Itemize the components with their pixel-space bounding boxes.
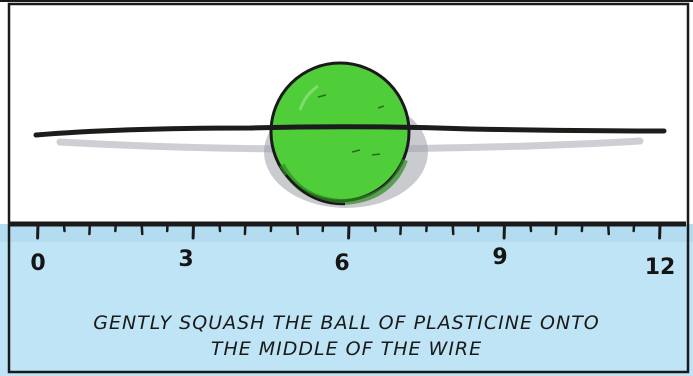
caption-line-1: GENTLY SQUASH THE BALL OF PLASTICINE ONT… xyxy=(0,311,693,335)
plasticine-ball xyxy=(271,63,409,204)
ruler-label-6: 6 xyxy=(334,251,349,276)
ruler-tick xyxy=(64,224,65,231)
ruler-tick xyxy=(530,224,531,231)
ruler-tick xyxy=(453,224,454,234)
ruler-tick xyxy=(375,224,376,231)
ruler-label-3: 3 xyxy=(178,247,193,272)
ruler-tick xyxy=(297,224,298,234)
ruler-label-9: 9 xyxy=(492,245,507,270)
ruler-label-12: 12 xyxy=(645,255,676,280)
ruler-label-0: 0 xyxy=(30,251,45,276)
ruler-tick xyxy=(608,224,609,234)
ruler-shade xyxy=(0,224,693,242)
ruler-tick xyxy=(142,224,143,234)
caption-line-2: THE MIDDLE OF THE WIRE xyxy=(0,337,693,361)
ruler-tick xyxy=(219,224,220,231)
